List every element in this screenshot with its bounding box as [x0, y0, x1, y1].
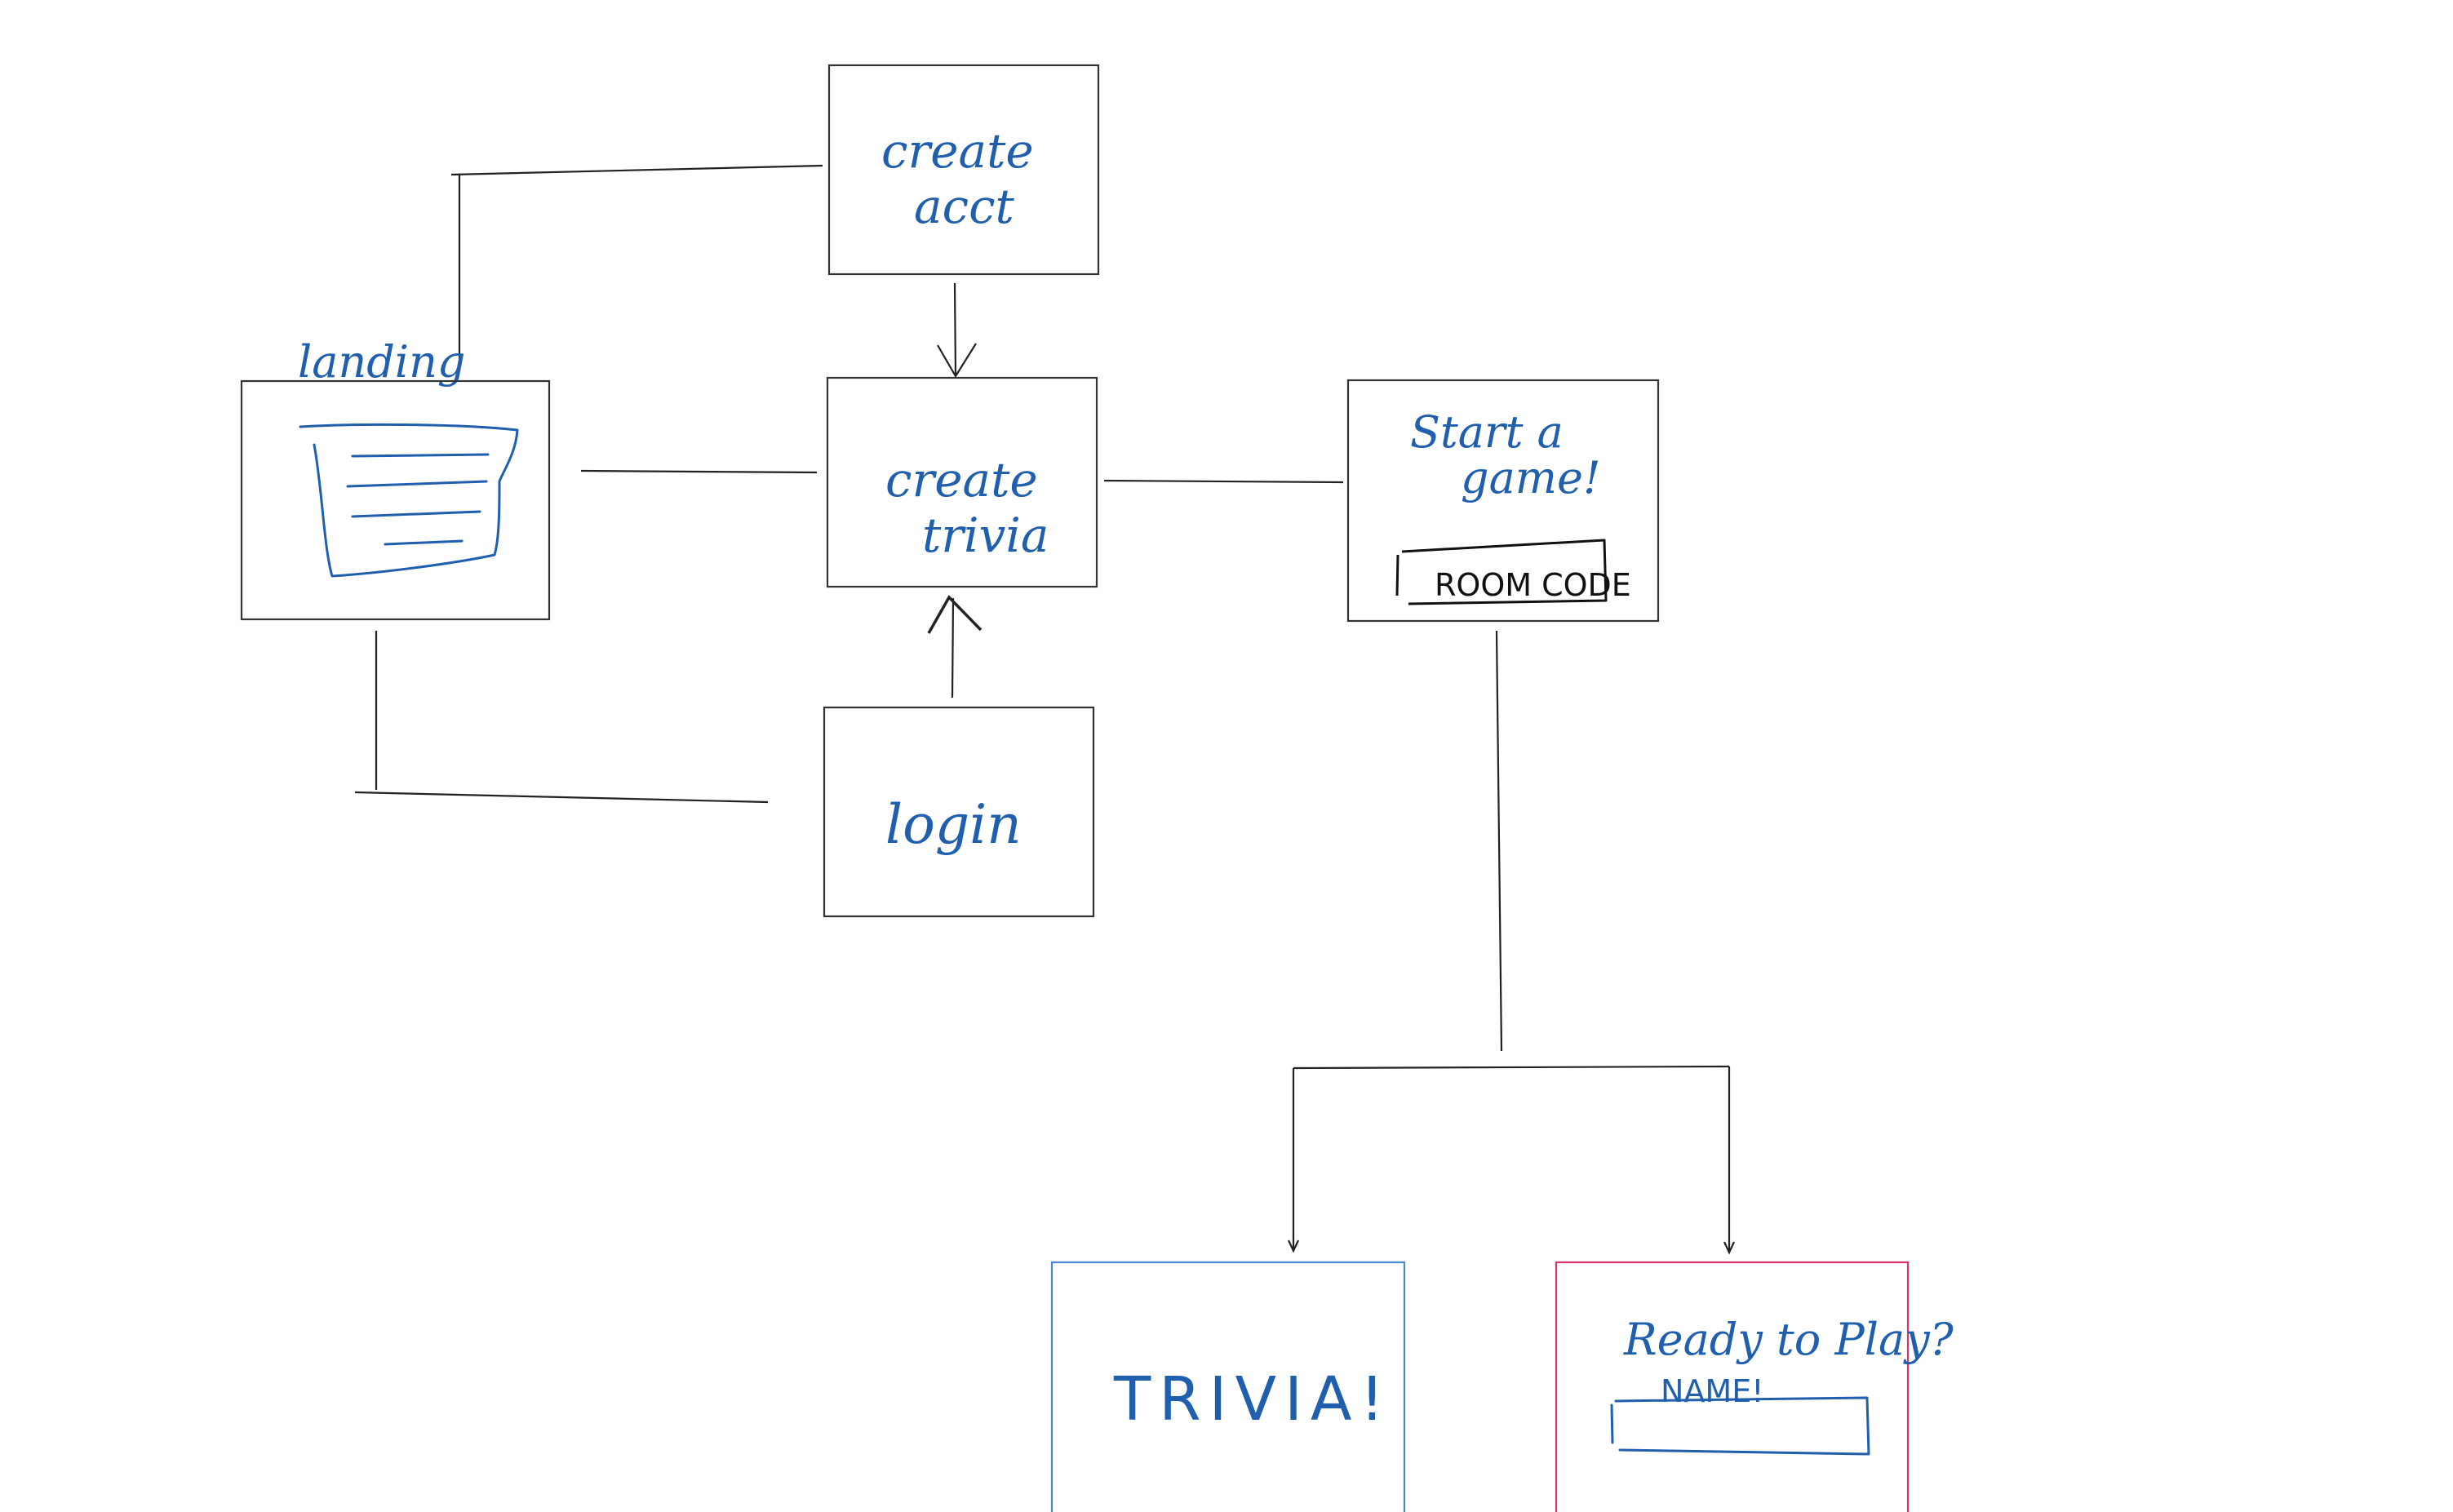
room-code-field: ROOM CODE	[1395, 539, 1631, 605]
node-create-trivia-line2: trivia	[922, 508, 1049, 563]
node-ready-label: Ready to Play?	[1623, 1314, 1954, 1365]
connector-branch-horizontal	[1293, 1065, 1730, 1070]
node-create-trivia: create trivia	[826, 376, 1098, 588]
room-code-label: ROOM CODE	[1435, 567, 1631, 603]
node-login-box	[823, 706, 1095, 918]
node-ready-box	[1555, 1261, 1910, 1512]
connectors	[354, 164, 1735, 1255]
connector-create-acct-to-create-trivia	[953, 282, 957, 376]
node-start-game-line2: game!	[1461, 452, 1601, 503]
arrowhead-down-create-trivia	[937, 343, 977, 379]
arrowhead-up-create-trivia	[927, 595, 983, 634]
connector-start-game-down	[1495, 630, 1503, 1052]
node-login: login	[823, 706, 1095, 918]
node-landing-label: landing	[298, 336, 465, 388]
node-create-acct: create acct	[827, 64, 1100, 276]
name-field: NAME!	[1610, 1373, 1870, 1456]
node-trivia-box	[1050, 1261, 1406, 1512]
node-landing: landing	[240, 336, 551, 621]
arrowhead-ready	[1723, 1241, 1735, 1255]
connector-landing-to-create-trivia	[580, 469, 818, 474]
node-start-game-box	[1346, 379, 1660, 623]
document-icon	[299, 423, 519, 578]
node-create-trivia-line1: create	[885, 452, 1038, 508]
connector-landing-to-login	[354, 631, 769, 804]
name-field-label: NAME!	[1661, 1373, 1763, 1409]
node-create-acct-line2: acct	[914, 179, 1015, 234]
node-start-game: Start a game! ROOM CODE	[1346, 379, 1660, 623]
node-login-label: login	[885, 793, 1022, 856]
node-trivia-label: TRIVIA!	[1113, 1364, 1392, 1434]
node-trivia: TRIVIA!	[1050, 1261, 1406, 1512]
node-ready: Ready to Play? NAME!	[1555, 1261, 1954, 1512]
node-landing-box	[240, 379, 551, 621]
node-create-acct-line1: create	[881, 123, 1034, 179]
node-create-acct-box	[827, 64, 1100, 276]
arrowhead-trivia	[1288, 1239, 1299, 1253]
node-start-game-line1: Start a	[1410, 406, 1564, 458]
node-create-trivia-box	[826, 376, 1098, 588]
connector-create-trivia-to-start-game	[1103, 479, 1344, 484]
connector-landing-to-create-acct	[450, 164, 823, 371]
connector-login-to-create-trivia	[951, 597, 955, 698]
